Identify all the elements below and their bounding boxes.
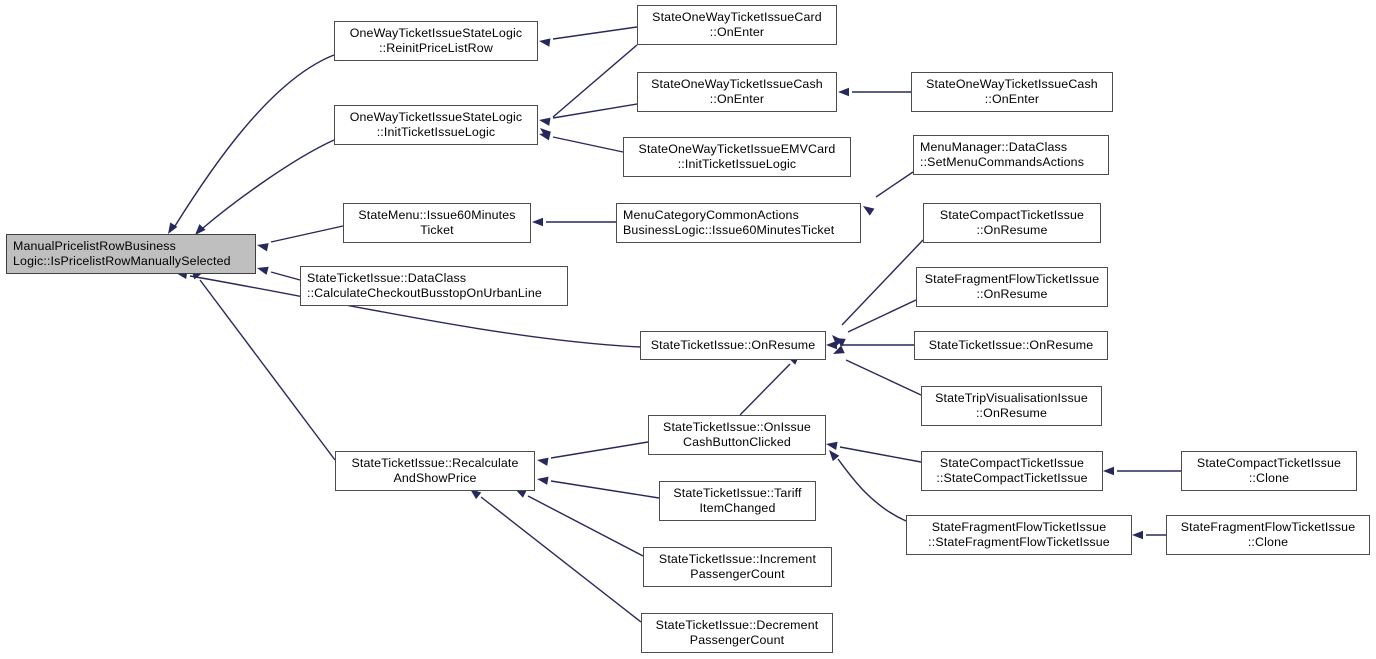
node-label-line: OneWayTicketIssueStateLogic bbox=[349, 26, 523, 40]
edge-decrement-passenger-to-recalculate bbox=[470, 489, 642, 623]
edge-tariff-item-changed-to-recalculate bbox=[537, 476, 660, 499]
node-label-line: StateCompactTicketIssue bbox=[939, 456, 1085, 470]
graph-node-state-one-way-ticket-issue-cash-on-enter-mid[interactable]: StateOneWayTicketIssueCash::OnEnter bbox=[637, 72, 837, 112]
node-label-line: PassengerCount bbox=[689, 633, 785, 647]
edge-data-class-calculate-to-target bbox=[257, 266, 301, 281]
graph-node-state-one-way-ticket-issue-cash-on-enter-right[interactable]: StateOneWayTicketIssueCash::OnEnter bbox=[911, 72, 1113, 112]
node-label-line: StateFragmentFlowTicketIssue bbox=[1180, 520, 1356, 534]
node-label-line: StateTripVisualisationIssue bbox=[935, 391, 1088, 405]
edge-card-on-enter-to-reinit bbox=[539, 26, 638, 47]
graph-node-one-way-ticket-issue-state-logic-reinit-price-list-row[interactable]: OneWayTicketIssueStateLogic::ReinitPrice… bbox=[334, 21, 538, 61]
edge-on-resume-right-to-on-resume bbox=[826, 340, 914, 350]
node-label-line: StateTicketIssue::OnIssue bbox=[663, 420, 811, 434]
edge-emv-card-to-init bbox=[539, 132, 624, 153]
node-label-line: ::OnResume bbox=[976, 287, 1048, 301]
graph-node-state-ticket-issue-data-class-calculate-checkout-busstop-on-urban-line[interactable]: StateTicketIssue::DataClass::CalculateCh… bbox=[300, 266, 568, 306]
node-label-line: ::ReinitPriceListRow bbox=[379, 41, 493, 55]
node-label-line: ::OnResume bbox=[975, 406, 1048, 420]
graph-node-one-way-ticket-issue-state-logic-init-ticket-issue-logic[interactable]: OneWayTicketIssueStateLogic::InitTicketI… bbox=[334, 105, 538, 145]
node-label-line: AndShowPrice bbox=[393, 471, 477, 485]
node-label-line: MenuManager::DataClass bbox=[920, 140, 1068, 154]
graph-node-state-trip-visualisation-issue-on-resume[interactable]: StateTripVisualisationIssue::OnResume bbox=[921, 386, 1102, 426]
node-label-line: StateOneWayTicketIssueCash bbox=[926, 77, 1098, 91]
node-label-line: Logic::IsPricelistRowManuallySelected bbox=[13, 254, 231, 268]
node-label-line: ::OnEnter bbox=[984, 92, 1040, 106]
node-label-line: ::OnEnter bbox=[709, 25, 765, 39]
node-label-line: Ticket bbox=[420, 223, 454, 237]
edge-cash-on-enter-to-init bbox=[539, 103, 638, 126]
node-label-line: CashButtonClicked bbox=[683, 435, 791, 449]
node-label-line: StateTicketIssue::Recalculate bbox=[351, 456, 519, 470]
graph-node-state-fragment-flow-ticket-issue-clone[interactable]: StateFragmentFlowTicketIssue::Clone bbox=[1166, 515, 1370, 555]
edge-card-on-enter-to-init bbox=[540, 44, 638, 139]
node-label-line: ManualPricelistRowBusiness bbox=[13, 239, 176, 253]
node-label-line: ::SetMenuCommandsActions bbox=[920, 155, 1085, 169]
node-label-line: StateMenu::Issue60Minutes bbox=[358, 208, 516, 222]
node-label-line: ::Clone bbox=[1248, 471, 1290, 485]
node-label-line: StateFragmentFlowTicketIssue bbox=[931, 520, 1107, 534]
edge-increment-passenger-to-recalculate bbox=[515, 489, 644, 557]
graph-node-state-fragment-flow-ticket-issue-on-resume[interactable]: StateFragmentFlowTicketIssue::OnResume bbox=[916, 267, 1108, 307]
edge-trip-visualisation-to-on-resume bbox=[833, 345, 922, 396]
node-label-line: ::StateCompactTicketIssue bbox=[936, 471, 1088, 485]
edge-menu-category-to-state-menu bbox=[532, 217, 616, 227]
node-label-line: OneWayTicketIssueStateLogic bbox=[349, 110, 523, 124]
edge-compact-clone-to-compact-ctor bbox=[1103, 466, 1181, 476]
graph-node-state-one-way-ticket-issue-emv-card-init-ticket-issue-logic[interactable]: StateOneWayTicketIssueEMVCard::InitTicke… bbox=[623, 137, 851, 177]
node-label-line: MenuCategoryCommonActions bbox=[623, 208, 799, 222]
node-label-line: StateFragmentFlowTicketIssue bbox=[924, 272, 1100, 286]
edge-compact-ctor-to-on-issue-cash bbox=[826, 441, 922, 463]
node-label-line: ::Clone bbox=[1247, 535, 1289, 549]
node-label-line: StateOneWayTicketIssueEMVCard bbox=[638, 142, 836, 156]
node-label-line: StateTicketIssue::Increment bbox=[658, 552, 817, 566]
node-label-line: ::OnResume bbox=[976, 223, 1048, 237]
graph-node-state-compact-ticket-issue-on-resume[interactable]: StateCompactTicketIssue::OnResume bbox=[923, 203, 1101, 243]
graph-node-menu-manager-data-class-set-menu-commands-actions[interactable]: MenuManager::DataClass::SetMenuCommandsA… bbox=[913, 135, 1109, 175]
node-label-line: BusinessLogic::Issue60MinutesTicket bbox=[623, 223, 835, 237]
graph-node-state-fragment-flow-ticket-issue-constructor[interactable]: StateFragmentFlowTicketIssue::StateFragm… bbox=[906, 515, 1132, 555]
graph-node-state-ticket-issue-on-resume-right[interactable]: StateTicketIssue::OnResume bbox=[914, 331, 1108, 360]
node-label-line: StateTicketIssue::Decrement bbox=[655, 618, 819, 632]
node-label-line: StateCompactTicketIssue bbox=[939, 208, 1085, 222]
edge-fragment-clone-to-fragment-ctor bbox=[1132, 530, 1166, 540]
node-label-line: ::InitTicketIssueLogic bbox=[376, 125, 496, 139]
node-label-line: ::StateFragmentFlowTicketIssue bbox=[928, 535, 1110, 549]
edge-compact-on-resume-to-on-resume bbox=[832, 239, 924, 346]
edge-on-issue-cash-to-on-resume bbox=[739, 354, 800, 416]
node-label-line: StateOneWayTicketIssueCash bbox=[651, 77, 823, 91]
node-label-line: StateOneWayTicketIssueCard bbox=[652, 10, 822, 24]
node-label-line: StateTicketIssue::DataClass bbox=[307, 271, 467, 285]
edge-init-ticket-issue-logic-to-target bbox=[195, 139, 335, 235]
graph-node-state-ticket-issue-on-resume-center[interactable]: StateTicketIssue::OnResume bbox=[640, 331, 826, 360]
node-label-line: ::CalculateCheckoutBusstopOnUrbanLine bbox=[307, 286, 542, 300]
node-label-line: ::OnEnter bbox=[709, 92, 765, 106]
node-label-line: StateTicketIssue::OnResume bbox=[650, 338, 816, 352]
graph-node-state-one-way-ticket-issue-card-on-enter[interactable]: StateOneWayTicketIssueCard::OnEnter bbox=[637, 5, 837, 45]
node-label-line: ItemChanged bbox=[699, 501, 776, 515]
node-label-line: StateCompactTicketIssue bbox=[1196, 456, 1342, 470]
edge-fragment-ctor-to-on-issue-cash bbox=[829, 450, 907, 522]
graph-node-state-compact-ticket-issue-clone[interactable]: StateCompactTicketIssue::Clone bbox=[1181, 451, 1357, 491]
node-label-line: ::InitTicketIssueLogic bbox=[677, 157, 797, 171]
graph-node-state-compact-ticket-issue-constructor[interactable]: StateCompactTicketIssue::StateCompactTic… bbox=[921, 451, 1103, 491]
edge-on-issue-cash-to-recalculate bbox=[537, 441, 649, 466]
edge-cash-right-to-cash-mid bbox=[838, 87, 911, 97]
edge-menu-manager-to-menu-category bbox=[863, 171, 914, 216]
edge-reinit-price-list-row-to-target bbox=[168, 54, 335, 234]
edge-state-menu-to-target bbox=[257, 225, 344, 252]
node-label-line: StateTicketIssue::OnResume bbox=[928, 338, 1094, 352]
node-label-line: PassengerCount bbox=[690, 567, 785, 581]
node-label-line: StateTicketIssue::Tariff bbox=[673, 486, 802, 500]
edge-fragment-flow-on-resume-to-on-resume bbox=[834, 299, 917, 347]
